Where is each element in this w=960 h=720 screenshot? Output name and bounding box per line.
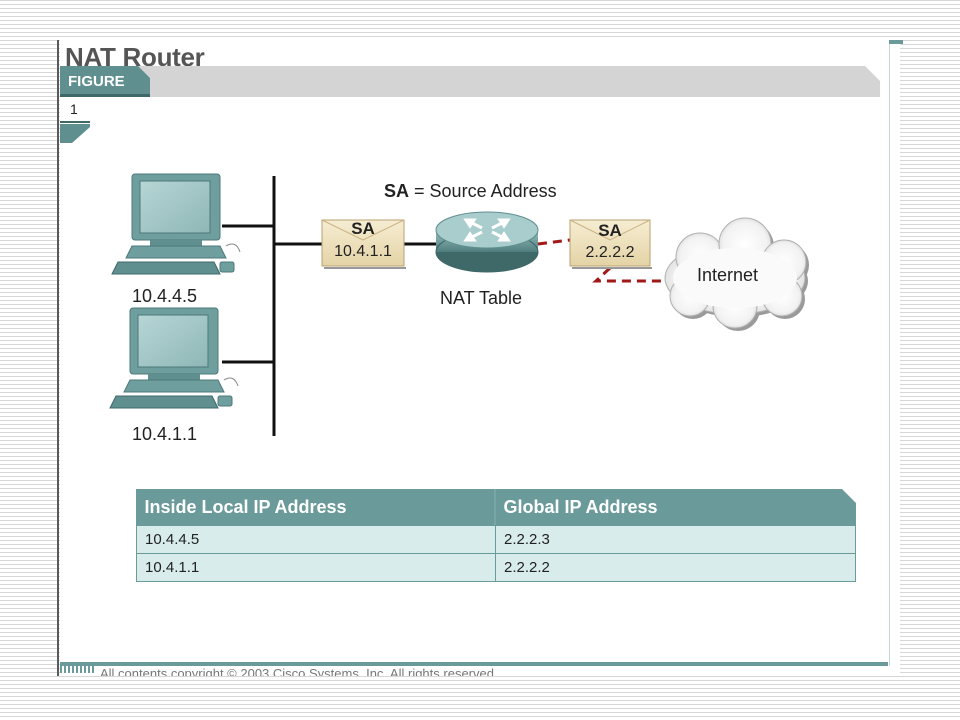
footer-copyright: All contents copyright © 2003 Cisco Syst… bbox=[100, 666, 498, 676]
table-cell: 2.2.2.3 bbox=[495, 525, 856, 554]
computer-icon bbox=[111, 173, 241, 275]
wan-link-upper bbox=[537, 238, 571, 246]
column-header-global: Global IP Address bbox=[503, 496, 658, 517]
internet-cloud-icon bbox=[664, 217, 809, 331]
nat-table-header-row: Inside Local IP Address Global IP Addres… bbox=[137, 489, 856, 526]
footer-stripes bbox=[60, 663, 96, 673]
footer-bar bbox=[60, 662, 888, 666]
router-icon bbox=[435, 211, 539, 273]
host-2-ip-label: 10.4.1.1 bbox=[132, 424, 198, 444]
figure-label: FIGURE bbox=[68, 73, 125, 90]
packet-envelope-outside bbox=[569, 219, 652, 269]
column-header-inside-local: Inside Local IP Address bbox=[144, 496, 347, 517]
table-cell: 10.4.1.1 bbox=[136, 553, 496, 582]
legend-abbr: SA bbox=[384, 181, 410, 201]
packet-envelope-inside bbox=[321, 219, 406, 269]
router-label: NAT Table bbox=[440, 288, 523, 308]
packet-1-header: SA bbox=[351, 219, 375, 238]
host-1-ip-label: 10.4.4.5 bbox=[132, 286, 198, 306]
packet-2-header: SA bbox=[598, 221, 622, 240]
table-row: 10.4.4.5 2.2.2.3 bbox=[136, 525, 856, 554]
nat-table: Inside Local IP Address Global IP Addres… bbox=[136, 489, 856, 582]
wan-link-lower bbox=[592, 266, 662, 283]
right-border-rule bbox=[889, 44, 890, 666]
table-row: 10.4.1.1 2.2.2.2 bbox=[136, 553, 856, 582]
table-cell: 10.4.4.5 bbox=[136, 525, 496, 554]
figure-header-bar bbox=[60, 66, 880, 97]
internet-label: Internet bbox=[697, 265, 759, 285]
right-accent-tick bbox=[889, 40, 903, 44]
left-border-rule bbox=[57, 40, 59, 676]
legend-description: = Source Address bbox=[414, 181, 557, 201]
packet-2-address: 2.2.2.2 bbox=[585, 244, 635, 261]
packet-1-address: 10.4.1.1 bbox=[334, 243, 392, 260]
table-cell: 2.2.2.2 bbox=[495, 553, 856, 582]
figure-number: 1 bbox=[70, 101, 78, 117]
legend-text: SA = Source Address bbox=[384, 181, 557, 202]
computer-icon bbox=[109, 307, 239, 409]
figure-tab-marker bbox=[60, 121, 90, 143]
nat-table-header-bg bbox=[136, 489, 856, 525]
